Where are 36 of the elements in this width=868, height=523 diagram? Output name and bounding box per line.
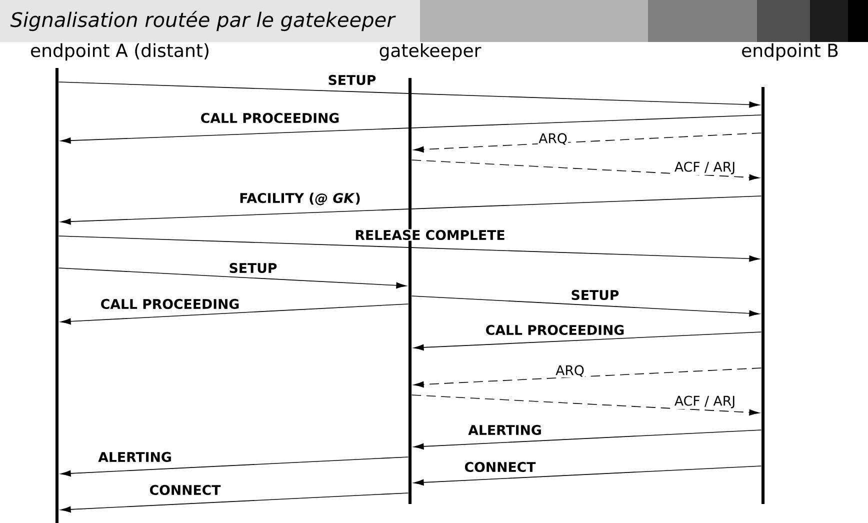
participant-label: endpoint A (distant) <box>31 43 208 61</box>
participant-label: endpoint B <box>742 43 838 61</box>
participant-label: gatekeeper <box>380 43 482 61</box>
message-label: RELEASE COMPLETE <box>354 229 506 241</box>
message-arrow <box>414 132 762 153</box>
message-label: ACF / ARJ <box>674 161 736 175</box>
message-label: FACILITY (@ GK) <box>238 192 362 206</box>
message-arrow <box>414 332 762 351</box>
message-arrow <box>58 236 760 262</box>
message-label: CONNECT <box>464 461 536 473</box>
message-label: ALERTING <box>467 424 543 436</box>
message-label: CALL PROCEEDING <box>100 298 240 310</box>
title: Signalisation routée par le gatekeeper <box>10 10 396 32</box>
message-label: SETUP <box>327 74 377 86</box>
message-arrow <box>60 304 409 325</box>
message-label: SETUP <box>228 262 278 274</box>
message-arrow <box>414 430 762 450</box>
message-arrow <box>411 296 760 317</box>
message-arrow <box>414 466 762 486</box>
message-label: ARQ <box>554 364 586 378</box>
message-label: ACF / ARJ <box>674 395 736 409</box>
message-label: CONNECT <box>148 484 222 496</box>
message-arrow <box>58 82 760 108</box>
message-label: SETUP <box>570 289 620 301</box>
message-arrow <box>411 160 760 181</box>
message-arrow <box>414 368 762 388</box>
message-arrow <box>60 196 762 225</box>
message-label: CALL PROCEEDING <box>484 324 626 336</box>
message-arrow <box>60 114 762 144</box>
message-arrow <box>60 492 409 513</box>
message-label: CALL PROCEEDING <box>200 112 340 124</box>
message-arrow <box>58 268 406 289</box>
message-label: ARQ <box>538 132 568 146</box>
message-arrow <box>60 456 409 477</box>
message-arrow <box>411 394 760 416</box>
message-label: ALERTING <box>97 451 173 463</box>
